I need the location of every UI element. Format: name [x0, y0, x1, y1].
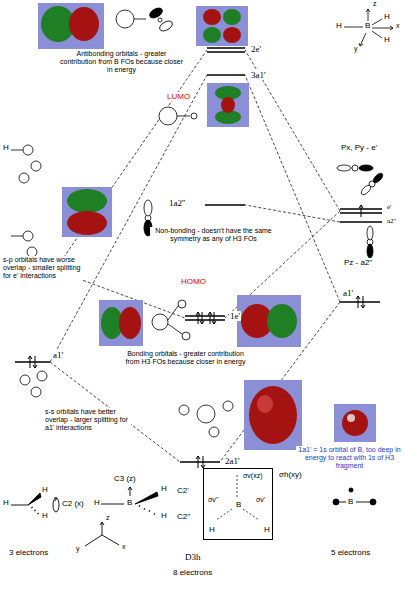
level-label: a2'' — [386, 217, 397, 225]
symmetry-label: C2'' — [176, 512, 191, 521]
note: Bonding orbitals - greater contribution … — [122, 350, 249, 366]
electron-count: 8 electrons — [172, 568, 213, 577]
level-label: 1e' — [229, 311, 241, 321]
atom-label: H — [160, 511, 168, 520]
note: 1a1' = 1s orbital of B, too deep in ener… — [296, 446, 403, 470]
level-label: e' — [386, 203, 392, 211]
note: Non-bonding - doesn't have the same symm… — [150, 227, 277, 243]
level-label: 2e' — [250, 44, 262, 54]
atom-label: B — [347, 497, 354, 506]
symmetry-label: C2' — [176, 486, 190, 495]
atom-label: H — [383, 35, 391, 44]
symmetry-label: C2 (x) — [61, 499, 85, 508]
point-group: D3h — [184, 552, 202, 562]
orbital-label: Px, Py - e' — [340, 143, 378, 152]
axis-label: y — [75, 545, 81, 553]
atom-label: B — [364, 21, 371, 30]
atom-label: H — [2, 498, 10, 507]
symmetry-label: σv(xz) — [242, 472, 263, 480]
level-label: 1a2'' — [168, 198, 186, 208]
atom-label: H — [41, 511, 49, 520]
atom-label: H — [2, 143, 10, 152]
note: s-p orbitals have worse overlap - smalle… — [2, 256, 86, 280]
axis-label: y — [353, 45, 359, 53]
atom-label: H — [41, 485, 49, 494]
atom-label: H — [160, 484, 168, 493]
level-label: 3a1' — [250, 70, 267, 80]
atom-label: H — [383, 12, 391, 21]
orbital-label: Pz - a2'' — [343, 258, 373, 267]
atom-label: H — [263, 525, 271, 534]
atom-label: B — [235, 500, 242, 509]
symmetry-label: C3 (z) — [113, 474, 137, 483]
axis-label: x — [121, 543, 127, 551]
atom-label: B — [126, 498, 133, 507]
note: Antibonding orbitals - greater contribut… — [58, 50, 185, 74]
axis-label: z — [105, 514, 111, 522]
symmetry-label: σv' — [255, 496, 266, 504]
note: s-s orbitals have better overlap - large… — [44, 408, 131, 432]
axis-label: z — [372, 0, 378, 8]
axis-label: x — [395, 22, 401, 30]
frontier-label: HOMO — [180, 277, 207, 286]
symmetry-label: σh(xy) — [278, 470, 303, 479]
symmetry-box: σh(xy)σv(xz)σv''σv'BHH — [203, 468, 273, 540]
electron-count: 5 electrons — [330, 548, 371, 557]
electron-count: 3 electrons — [8, 548, 49, 557]
level-label: a1' — [342, 288, 354, 298]
atom-label: H — [335, 21, 343, 30]
level-label: 2a1' — [224, 456, 241, 466]
atom-label: H — [208, 525, 216, 534]
atom-label: H — [93, 498, 101, 507]
frontier-label: LUMO — [166, 92, 191, 101]
symmetry-label: σv'' — [207, 496, 220, 504]
level-label: a1' — [52, 350, 64, 360]
